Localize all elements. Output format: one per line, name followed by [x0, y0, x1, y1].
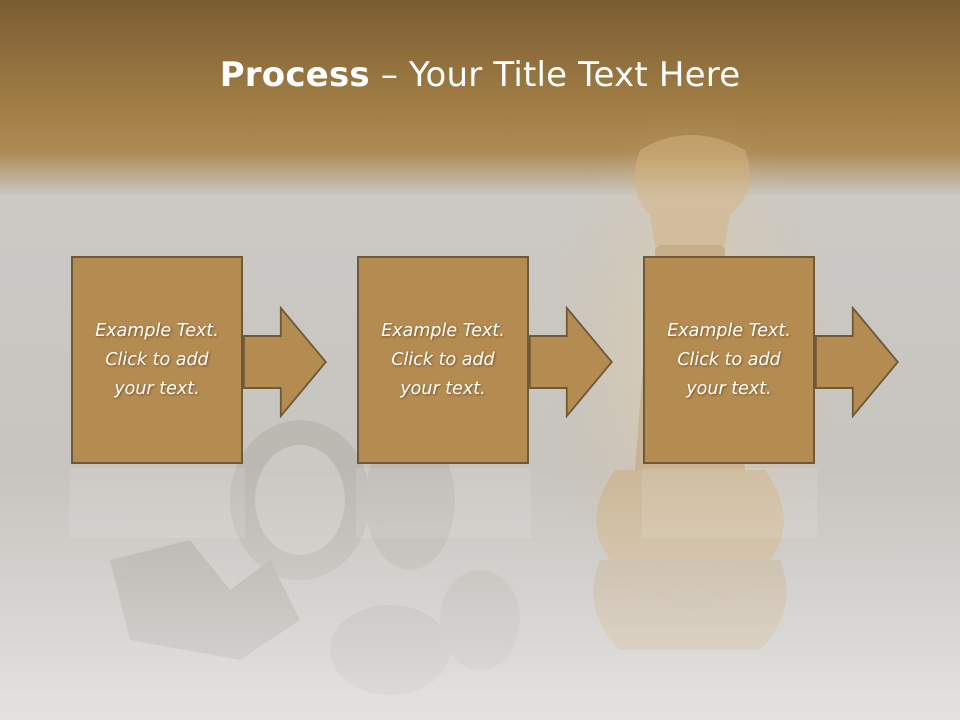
arrow-right-icon[interactable]: [243, 306, 327, 418]
step-1-text: Example Text. Click to add your text.: [82, 317, 232, 404]
process-step-1[interactable]: Example Text. Click to add your text.: [71, 256, 243, 464]
step-text-line: Click to add: [105, 349, 209, 370]
step-text-line: Click to add: [391, 349, 495, 370]
arrow-right-icon[interactable]: [529, 306, 613, 418]
process-step-3[interactable]: Example Text. Click to add your text.: [643, 256, 815, 464]
step-3-text: Example Text. Click to add your text.: [654, 317, 804, 404]
step-2-text: Example Text. Click to add your text.: [368, 317, 518, 404]
step-text-line: Example Text.: [95, 320, 219, 341]
step-text-line: Example Text.: [667, 320, 791, 341]
step-text-line: Click to add: [677, 349, 781, 370]
slide-title[interactable]: Process – Your Title Text Here: [0, 52, 960, 98]
step-text-line: your text.: [400, 378, 486, 399]
step-text-line: your text.: [686, 378, 772, 399]
arrow-right-icon[interactable]: [815, 306, 899, 418]
title-bold-part: Process: [219, 55, 370, 95]
process-step-2[interactable]: Example Text. Click to add your text.: [357, 256, 529, 464]
step-text-line: Example Text.: [381, 320, 505, 341]
title-rest-part: – Your Title Text Here: [369, 55, 741, 95]
step-text-line: your text.: [114, 378, 200, 399]
